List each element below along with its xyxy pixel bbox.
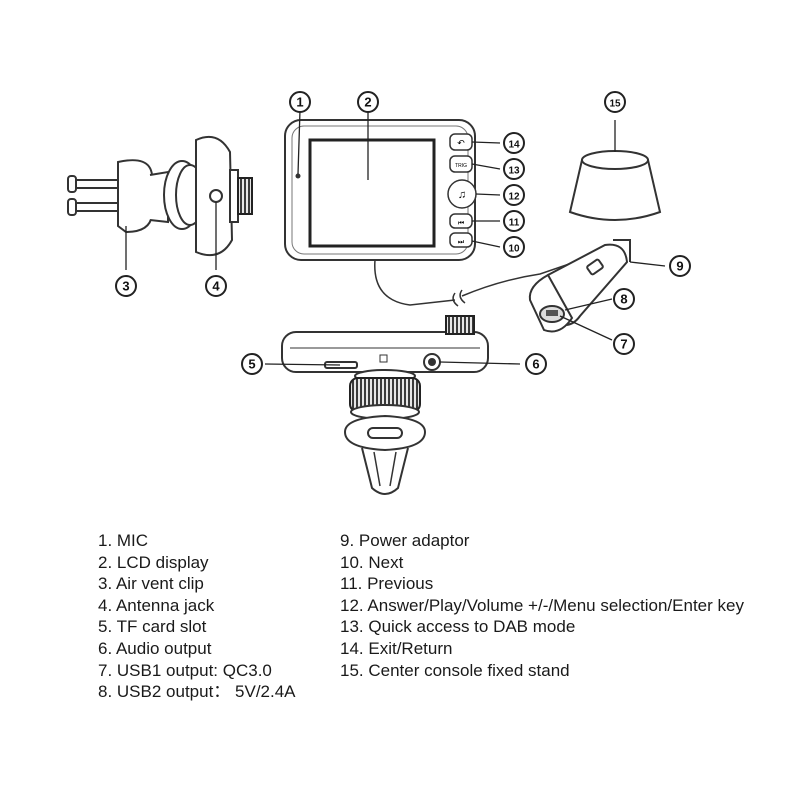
legend-item: 1. MIC (98, 531, 149, 550)
callout-3: 3 (115, 275, 137, 297)
next-glyph: ⏭ (458, 239, 465, 246)
trig-button-label: TRIG (455, 163, 467, 169)
callout-number: 4 (212, 279, 220, 294)
play-music-glyph: ♫ (458, 189, 466, 201)
next-button (449, 232, 473, 248)
callout-circle (205, 275, 227, 297)
callout-circle (669, 255, 691, 277)
legend-item: 12. Answer/Play/Volume +/-/Menu selectio… (340, 595, 744, 615)
callout-circle (357, 91, 379, 113)
callout-circle (604, 91, 626, 113)
callout-4: 4 (205, 275, 227, 297)
callout-number: 1 (296, 95, 303, 110)
callout-circle (525, 353, 547, 375)
callout-13: 13 (503, 158, 525, 180)
legend-item: 8. USB2 output： 5V/2.4A (98, 682, 296, 702)
callout-circle (613, 288, 635, 310)
callout-number: 3 (122, 279, 129, 294)
bottom-view-assembly (281, 315, 489, 495)
callout-number: 10 (508, 244, 520, 255)
callout-circle (115, 275, 137, 297)
callout-6: 6 (525, 353, 547, 375)
callout-10: 10 (503, 236, 525, 258)
legend-item: 11. Previous (340, 574, 434, 594)
legend-item: 9. Power adaptor (340, 531, 470, 550)
callout-circle (503, 210, 525, 232)
callout-circle (503, 184, 525, 206)
callout-15: 15 (604, 91, 626, 113)
callout-number: 11 (509, 218, 520, 229)
legend-item: 5. TF card slot (98, 617, 207, 637)
callout-number: 9 (676, 259, 683, 274)
callout-circle (613, 333, 635, 355)
mic-hole (295, 173, 301, 179)
callout-number: 8 (620, 292, 627, 307)
callout-number: 14 (508, 140, 520, 151)
exit-button-glyph: ↶ (457, 138, 465, 148)
callout-11: 11 (503, 210, 525, 232)
legend-item: 13. Quick access to DAB mode (340, 617, 576, 637)
callout-12: 12 (503, 184, 525, 206)
console-stand (568, 150, 662, 221)
callout-circle (503, 158, 525, 180)
power-adaptor (528, 239, 631, 333)
callout-number: 7 (620, 337, 627, 352)
callout-number: 12 (508, 192, 520, 203)
legend-item: 4. Antenna jack (98, 595, 215, 615)
air-vent-clip-assembly (67, 136, 253, 256)
legend-right-column: 9. Power adaptor 10. Next 11. Previous 1… (340, 530, 744, 681)
callout-14: 14 (503, 132, 525, 154)
legend-item: 7. USB1 output: QC3.0 (98, 660, 272, 680)
legend-item: 3. Air vent clip (98, 574, 204, 594)
callout-7: 7 (613, 333, 635, 355)
callout-number: 2 (364, 95, 371, 110)
legend-item: 6. Audio output (98, 638, 212, 658)
callout-number: 13 (508, 166, 520, 177)
product-diagram: ↶ TRIG ♫ ⏮ ⏭ (67, 91, 691, 495)
callout-circle (241, 353, 263, 375)
callout-number: 6 (532, 357, 539, 372)
legend-item: 2. LCD display (98, 552, 209, 572)
legend-item: 14. Exit/Return (340, 638, 453, 658)
callout-circle (289, 91, 311, 113)
legend-left-column: 1. MIC 2. LCD display 3. Air vent clip 4… (98, 530, 296, 703)
callout-5: 5 (241, 353, 263, 375)
callout-1: 1 (289, 91, 311, 113)
callout-circle (503, 236, 525, 258)
callout-number: 15 (609, 99, 621, 110)
power-cable (374, 259, 576, 307)
callout-2: 2 (357, 91, 379, 113)
callout-number: 5 (248, 357, 255, 372)
callout-8: 8 (613, 288, 635, 310)
callout-9: 9 (669, 255, 691, 277)
legend-item: 10. Next (340, 552, 404, 572)
previous-glyph: ⏮ (458, 220, 464, 227)
lcd-screen (308, 138, 436, 248)
main-unit-front: ↶ TRIG ♫ ⏮ ⏭ (284, 119, 477, 261)
legend-item: 15. Center console fixed stand (340, 660, 570, 680)
leader-lines (125, 109, 666, 366)
callout-circle (503, 132, 525, 154)
